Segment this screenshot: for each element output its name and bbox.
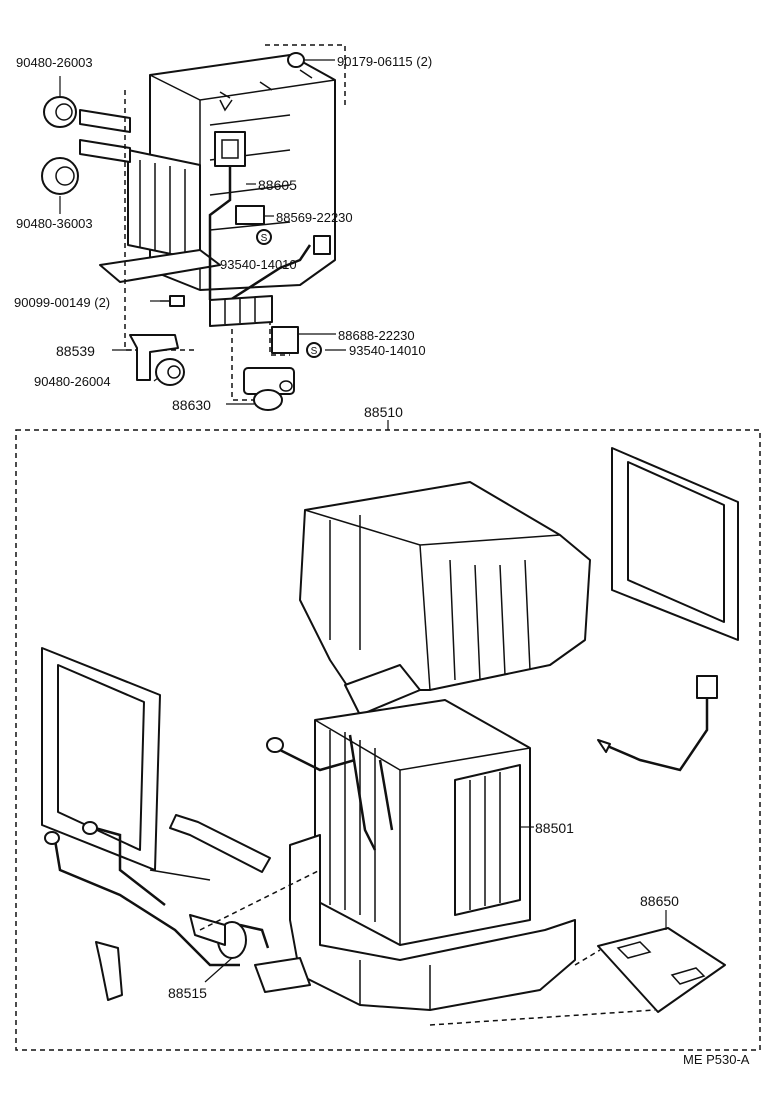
hose-88539 xyxy=(129,334,179,381)
label-88569-22230: 88569-22230 xyxy=(276,210,353,225)
upper-heater-unit-group xyxy=(41,44,346,411)
label-88605: 88605 xyxy=(258,177,297,193)
right-filter-frame xyxy=(611,447,739,641)
label-88630: 88630 xyxy=(172,397,211,413)
diagram-code: ME P530-A xyxy=(683,1052,750,1067)
switch-88630 xyxy=(243,367,295,411)
thermistor-wire xyxy=(597,675,718,772)
evaporator-pipes xyxy=(266,734,394,851)
expansion-valve-assembly-88515 xyxy=(44,814,271,1001)
bracket-88688 xyxy=(271,326,299,354)
lower-assembly-group xyxy=(41,447,739,1026)
label-88688-22230: 88688-22230 xyxy=(338,328,415,343)
svg-text:S: S xyxy=(261,233,268,244)
guide-line xyxy=(265,44,346,105)
label-88539: 88539 xyxy=(56,343,95,359)
label-90099-00149: 90099-00149 (2) xyxy=(14,295,110,310)
nut-90179-06115 xyxy=(287,52,305,68)
heater-pipes xyxy=(79,109,131,163)
leader-lines-top xyxy=(59,59,346,405)
label-90179-06115: 90179-06115 (2) xyxy=(337,54,432,69)
amplifier-88650 xyxy=(597,927,726,1013)
evaporator-core xyxy=(314,699,531,946)
leader-lines-lower xyxy=(204,826,667,983)
guide-line xyxy=(199,869,321,931)
wire-harness-88605 xyxy=(208,131,331,302)
label-93540-14010-b: 93540-14010 xyxy=(349,343,426,358)
grommet-90480-36003 xyxy=(41,157,79,195)
label-88515: 88515 xyxy=(168,985,207,1001)
guide-line xyxy=(124,90,195,351)
upper-evaporator-case xyxy=(299,481,591,716)
label-90480-26003: 90480-26003 xyxy=(16,55,93,70)
label-90480-26004: 90480-26004 xyxy=(34,374,111,389)
part-labels-lower: 88501 88650 88515 ME P530-A xyxy=(168,820,750,1067)
label-90480-36003: 90480-36003 xyxy=(16,216,93,231)
part-labels-top: 90480-26003 90179-06115 (2) 90480-36003 … xyxy=(14,54,432,420)
label-88501: 88501 xyxy=(535,820,574,836)
screw-90099-00149 xyxy=(160,295,185,307)
grommet-90480-26003 xyxy=(43,96,77,128)
s-symbol: S xyxy=(256,229,272,245)
label-93540-14010-a: 93540-14010 xyxy=(220,257,297,272)
label-88650: 88650 xyxy=(640,893,679,909)
left-filter-frame xyxy=(41,647,161,871)
label-88510: 88510 xyxy=(364,404,403,420)
heater-core xyxy=(99,149,221,283)
grommet-90480-26004 xyxy=(155,358,185,386)
s-symbol: S xyxy=(306,342,322,358)
svg-text:S: S xyxy=(311,346,318,357)
bracket-88569 xyxy=(235,205,265,225)
lower-evaporator-case xyxy=(254,834,576,1011)
guide-line xyxy=(269,320,290,356)
assembly-88510-box xyxy=(15,429,761,1051)
guide-line xyxy=(429,949,656,1026)
relay-block xyxy=(209,295,273,327)
